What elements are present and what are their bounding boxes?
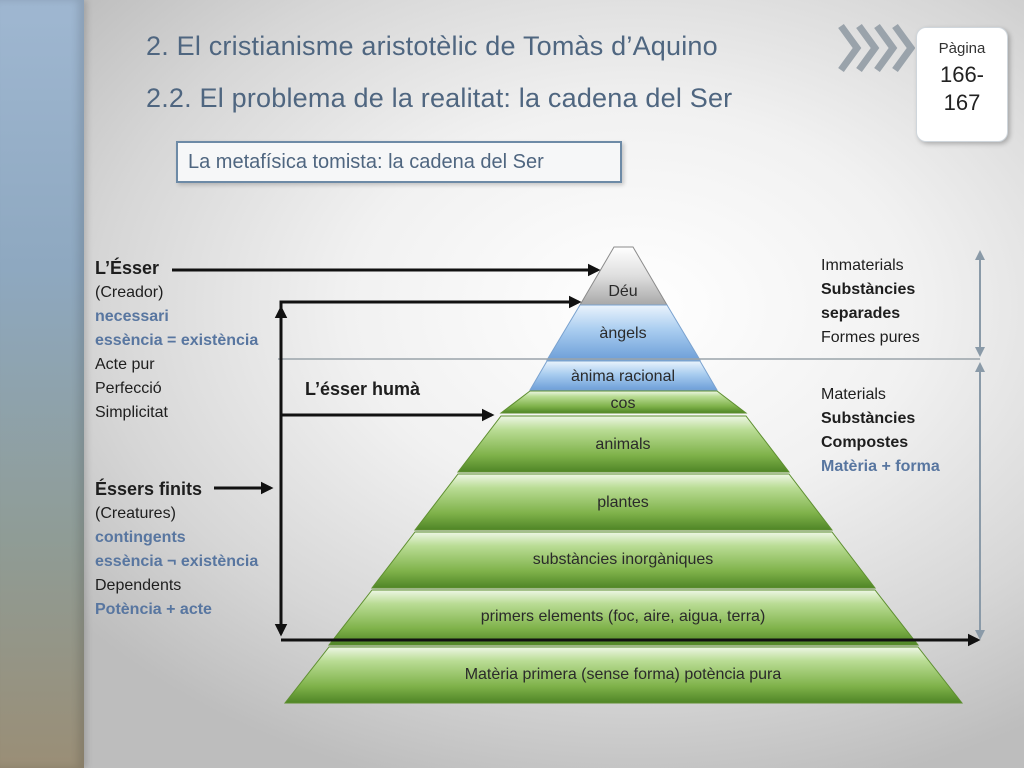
materials-line-4: Matèria + forma bbox=[821, 458, 940, 475]
level-label-animals: animals bbox=[595, 436, 650, 453]
immaterials-line-3: separades bbox=[821, 305, 901, 322]
immaterials-line-2: Substàncies bbox=[821, 281, 916, 298]
pyramid-band-plantes bbox=[413, 473, 834, 531]
page-label: Pàgina bbox=[938, 40, 986, 57]
level-label-anima-racional: ànima racional bbox=[571, 368, 675, 385]
finits-line-1: (Creatures) bbox=[95, 505, 176, 522]
esser-line-6: Simplicitat bbox=[95, 404, 168, 421]
pyramid-band-angels bbox=[546, 304, 701, 361]
esser-line-4: Acte pur bbox=[95, 356, 155, 373]
pyramid-band-inorganiques bbox=[370, 531, 877, 589]
chevrons-icon bbox=[838, 23, 915, 73]
section-title: 2.2. El problema de la realitat: la cade… bbox=[146, 83, 733, 113]
level-label-elements: primers elements (foc, aire, aigua, terr… bbox=[481, 608, 766, 625]
esser-line-5: Perfecció bbox=[95, 380, 162, 397]
page-number: 166-167 bbox=[939, 62, 985, 115]
esser-huma-label: L’ésser humà bbox=[305, 379, 421, 399]
level-label-materia: Matèria primera (sense forma) potència p… bbox=[465, 666, 782, 683]
level-label-angels: àngels bbox=[599, 325, 646, 342]
pyramid-band-anima-racional bbox=[529, 360, 718, 391]
side-decoration-bar bbox=[0, 0, 84, 768]
esser-line-2: necessari bbox=[95, 308, 169, 325]
finits-line-2: contingents bbox=[95, 529, 186, 546]
esser-line-1: (Creador) bbox=[95, 284, 164, 301]
pyramid bbox=[283, 246, 964, 704]
level-label-inorganiques: substàncies inorgàniques bbox=[533, 551, 714, 568]
materials-line-1: Materials bbox=[821, 386, 886, 403]
materials-line-3: Compostes bbox=[821, 434, 909, 451]
pyramid-band-animals bbox=[456, 415, 791, 473]
main-title: 2. El cristianisme aristotèlic de Tomàs … bbox=[146, 31, 718, 61]
finits-bracket-top bbox=[279, 295, 582, 330]
immaterials-line-1: Immaterials bbox=[821, 257, 904, 274]
finits-heading: Éssers finits bbox=[95, 479, 203, 499]
finits-line-5: Potència + acte bbox=[95, 601, 212, 618]
materials-line-2: Substàncies bbox=[821, 410, 916, 427]
finits-line-4: Dependents bbox=[95, 577, 182, 594]
level-label-cos: cos bbox=[611, 395, 636, 412]
immaterials-line-4: Formes pures bbox=[821, 329, 920, 346]
esser-heading: L’Ésser bbox=[95, 258, 160, 278]
esser-line-3: essència = existència bbox=[95, 332, 259, 349]
level-label-deu: Déu bbox=[608, 283, 637, 300]
page-reference-box: Pàgina 166-167 bbox=[916, 27, 1008, 142]
pyramid-band-elements bbox=[327, 589, 920, 646]
subtitle-box: La metafísica tomista: la cadena del Ser bbox=[176, 141, 622, 183]
pyramid-band-materia bbox=[283, 646, 964, 704]
pyramid-band-cos bbox=[499, 390, 748, 414]
finits-line-3: essència ¬ existència bbox=[95, 553, 259, 570]
level-label-plantes: plantes bbox=[597, 494, 649, 511]
